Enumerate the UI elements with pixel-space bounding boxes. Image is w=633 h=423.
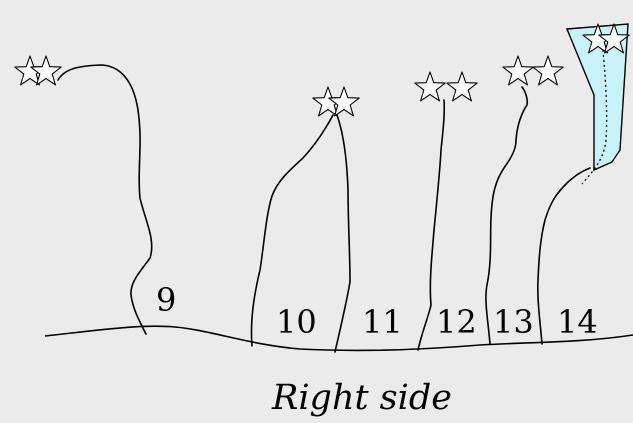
route-number-11: 11	[362, 303, 403, 341]
star-icon	[503, 56, 533, 85]
stars-layer	[15, 24, 629, 116]
star-icon	[415, 72, 445, 101]
caption: Right side	[271, 378, 452, 418]
star-icon	[447, 72, 477, 101]
star-icon	[533, 56, 563, 85]
route-line-11	[335, 115, 350, 352]
route-number-13: 13	[493, 303, 534, 341]
route-number-14: 14	[557, 303, 598, 341]
route-number-12: 12	[436, 303, 477, 341]
route-number-9: 9	[156, 281, 176, 319]
ground-line	[45, 326, 633, 350]
route-line-9	[58, 65, 152, 334]
route-number-10: 10	[276, 303, 317, 341]
